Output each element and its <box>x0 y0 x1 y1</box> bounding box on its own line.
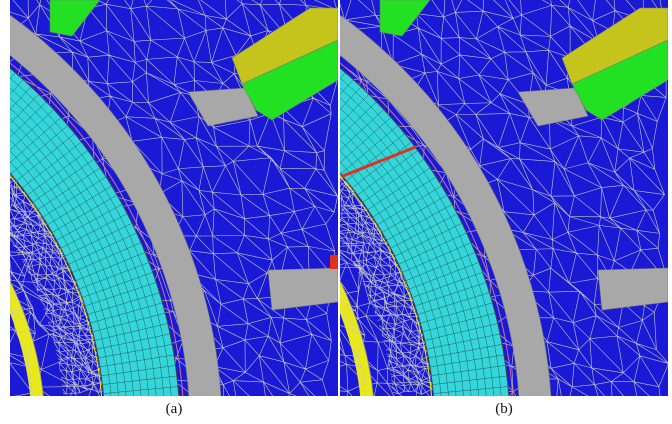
inner-edge-line <box>340 175 433 396</box>
coil-grid <box>340 72 509 396</box>
inner-mesh-group <box>340 245 367 396</box>
outer-edge-line <box>340 62 514 396</box>
caption-b: (b) <box>495 401 513 417</box>
inner-mesh-group <box>10 251 36 396</box>
edge-red-mark <box>330 255 338 269</box>
inner-mesh <box>10 251 36 396</box>
crack-line <box>342 145 416 178</box>
inner-mesh <box>340 245 367 396</box>
caption-a: (a) <box>165 401 183 417</box>
inner-edge-line <box>10 175 103 396</box>
green-region <box>571 39 668 121</box>
green-region <box>241 39 338 121</box>
outer-gray-band <box>10 14 222 396</box>
inner-blue-region <box>340 313 361 396</box>
mesh-svg-a <box>10 0 338 396</box>
top-green-patch <box>49 0 101 37</box>
lower-gray-connector <box>267 267 338 311</box>
lower-gray-connector <box>597 267 668 311</box>
coil-grid <box>10 72 179 396</box>
mesh-svg-b <box>340 0 668 396</box>
mesh-panel-a <box>10 0 338 396</box>
upper-gray-connector <box>187 87 259 127</box>
mesh-panel-b <box>340 0 668 396</box>
inner-blue-region <box>10 313 31 396</box>
outer-gray-band <box>340 14 552 396</box>
outer-edge-line <box>10 62 184 396</box>
top-green-patch <box>379 0 431 37</box>
upper-gray-connector <box>517 87 589 127</box>
